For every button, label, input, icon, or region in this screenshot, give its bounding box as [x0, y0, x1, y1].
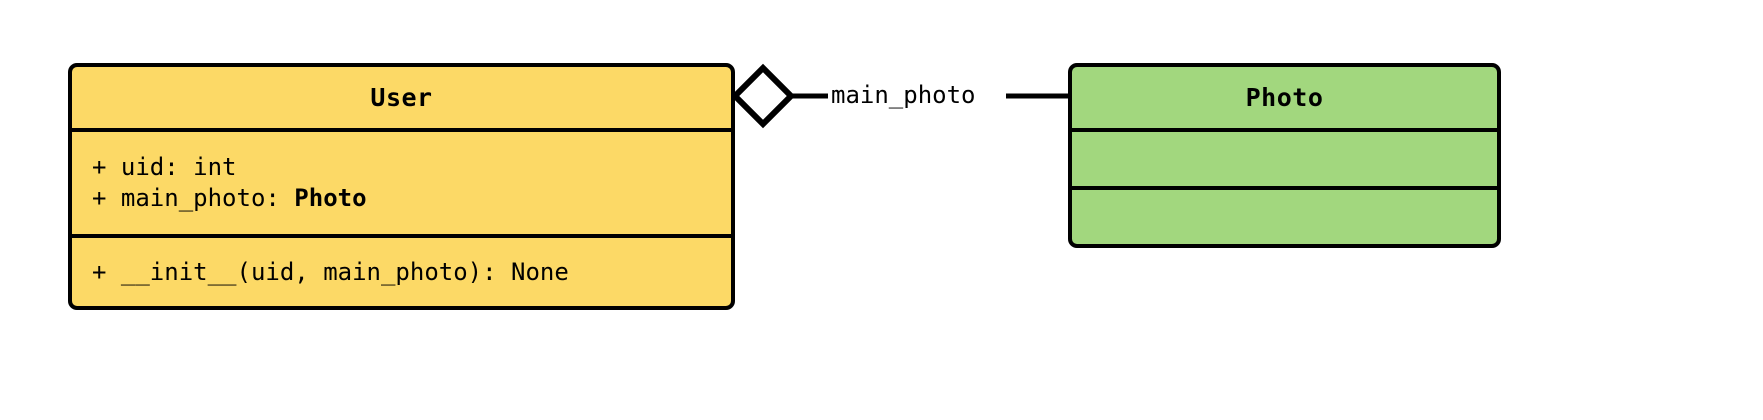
uml-class-photo-title: Photo [1245, 83, 1324, 112]
uml-attribute-main-photo-name: + main_photo: [92, 184, 295, 212]
uml-class-user[interactable]: User + uid: int + main_photo: Photo + __… [68, 63, 735, 310]
uml-attribute-uid: + uid: int [92, 153, 237, 181]
uml-class-user-methods: + __init__(uid, main_photo): None [72, 234, 731, 306]
uml-class-photo-attributes [1072, 128, 1497, 186]
aggregation-diamond-icon [730, 63, 796, 129]
uml-attribute-main-photo: + main_photo: Photo [92, 183, 711, 214]
uml-attribute-main-photo-type: Photo [294, 184, 367, 212]
uml-class-user-title: User [370, 83, 433, 112]
uml-class-photo[interactable]: Photo [1068, 63, 1501, 248]
uml-class-photo-methods [1072, 186, 1497, 244]
association-label: main_photo [828, 80, 979, 111]
uml-method-init: + __init__(uid, main_photo): None [92, 257, 569, 286]
uml-class-user-attributes: + uid: int + main_photo: Photo [72, 128, 731, 234]
